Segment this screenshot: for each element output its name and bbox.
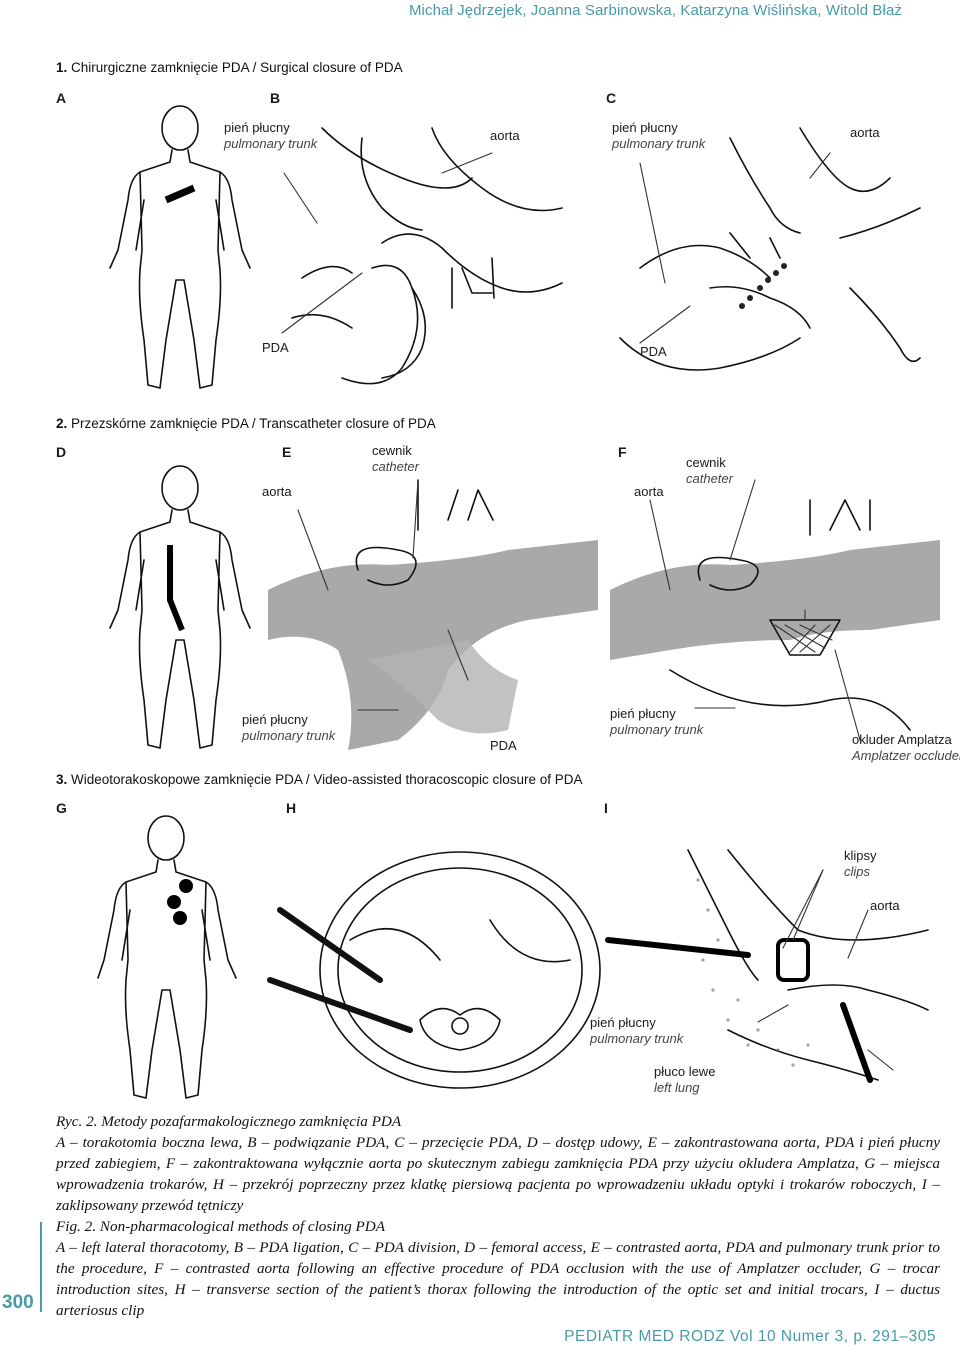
label-b-pulmonary-trunk: pień płucny pulmonary trunk bbox=[224, 120, 317, 152]
label-e-pulmonary-trunk-en: pulmonary trunk bbox=[242, 728, 336, 743]
section-1-title: 1. Chirurgiczne zamknięcie PDA / Surgica… bbox=[56, 60, 403, 75]
label-b-aorta: aorta bbox=[490, 128, 520, 143]
label-f-pulmonary-trunk-pl: pień płucny bbox=[610, 706, 676, 721]
figure-caption: Ryc. 2. Metody pozafarmakologicznego zam… bbox=[56, 1111, 940, 1321]
label-b-pulmonary-trunk-en: pulmonary trunk bbox=[224, 136, 318, 151]
section-2-title-pl: Przezskórne zamknięcie PDA bbox=[71, 416, 249, 431]
panel-i-clipped-duct bbox=[605, 849, 929, 1083]
label-e-pulmonary-trunk-pl: pień płucny bbox=[242, 712, 308, 727]
panel-b-ligation-drawing bbox=[281, 127, 563, 385]
label-c-pulmonary-trunk: pień płucny pulmonary trunk bbox=[612, 120, 705, 152]
label-b-pda: PDA bbox=[262, 340, 289, 355]
section-1-title-en: Surgical closure of PDA bbox=[260, 60, 403, 75]
label-f-pulmonary-trunk-en: pulmonary trunk bbox=[610, 722, 704, 737]
label-e-pulmonary-trunk: pień płucny pulmonary trunk bbox=[242, 712, 335, 744]
label-e-pda: PDA bbox=[490, 738, 517, 753]
section-3-number: 3. bbox=[56, 772, 68, 787]
label-f-amplatzer-occluder-pl: okluder Amplatza bbox=[852, 732, 952, 747]
section-1-sep: / bbox=[248, 60, 261, 75]
page-number-divider bbox=[40, 1222, 42, 1312]
page-number-block: 300 bbox=[0, 1222, 40, 1313]
label-f-catheter: cewnik catheter bbox=[686, 455, 733, 487]
label-c-aorta: aorta bbox=[850, 125, 880, 140]
panel-letter-f: F bbox=[618, 444, 627, 460]
panel-letter-b: B bbox=[270, 90, 281, 106]
section-3-title-en: Video-assisted thoracoscopic closure of … bbox=[313, 772, 583, 787]
caption-pl-title: Ryc. 2. Metody pozafarmakologicznego zam… bbox=[56, 1113, 402, 1130]
section-2-title-en: Transcatheter closure of PDA bbox=[259, 416, 436, 431]
label-i-left-lung-en: left lung bbox=[654, 1080, 700, 1095]
panel-letter-g: G bbox=[56, 800, 67, 816]
label-f-catheter-pl: cewnik bbox=[686, 455, 726, 470]
femoral-access-mark bbox=[167, 545, 185, 632]
label-i-pulmonary-trunk: pień płucny pulmonary trunk bbox=[590, 1015, 683, 1047]
label-f-aorta: aorta bbox=[634, 484, 664, 499]
label-c-pda: PDA bbox=[640, 344, 667, 359]
label-i-clips: klipsy clips bbox=[844, 848, 877, 880]
label-e-catheter-en: catheter bbox=[372, 459, 419, 474]
label-e-aorta: aorta bbox=[262, 484, 292, 499]
panel-letter-e: E bbox=[282, 444, 292, 460]
label-c-pulmonary-trunk-en: pulmonary trunk bbox=[612, 136, 706, 151]
label-f-pulmonary-trunk: pień płucny pulmonary trunk bbox=[610, 706, 703, 738]
panel-letter-h: H bbox=[286, 800, 297, 816]
section-1-title-pl: Chirurgiczne zamknięcie PDA bbox=[71, 60, 249, 75]
journal-footer: PEDIATR MED RODZ Vol 10 Numer 3, p. 291–… bbox=[564, 1328, 936, 1345]
label-i-left-lung-pl: płuco lewe bbox=[654, 1064, 716, 1079]
label-i-clips-en: clips bbox=[844, 864, 871, 879]
panel-f-occluder-drawing bbox=[610, 479, 940, 741]
running-header-authors: Michał Jędrzejek, Joanna Sarbinowska, Ka… bbox=[408, 2, 902, 19]
label-c-pulmonary-trunk-pl: pień płucny bbox=[612, 120, 678, 135]
trocar-sites bbox=[167, 879, 193, 925]
section-3-sep: / bbox=[302, 772, 314, 787]
section-3-title-pl: Wideotorakoskopowe zamknięcie PDA bbox=[71, 772, 303, 787]
panel-d-body-figure bbox=[109, 465, 251, 749]
section-3-title: 3. Wideotorakoskopowe zamknięcie PDA / V… bbox=[56, 772, 583, 787]
panel-letter-a: A bbox=[56, 90, 67, 106]
label-i-left-lung: płuco lewe left lung bbox=[654, 1064, 715, 1096]
label-f-catheter-en: catheter bbox=[686, 471, 733, 486]
caption-pl-text: A – torakotomia boczna lewa, B – podwiąz… bbox=[56, 1134, 940, 1214]
panel-h-thorax-section bbox=[267, 851, 601, 1089]
label-e-catheter-pl: cewnik bbox=[372, 443, 412, 458]
section-2-number: 2. bbox=[56, 416, 68, 431]
panel-e-contrast-drawing bbox=[268, 479, 598, 750]
label-i-pulmonary-trunk-en: pulmonary trunk bbox=[590, 1031, 684, 1046]
section-2-title: 2. Przezskórne zamknięcie PDA / Transcat… bbox=[56, 416, 436, 431]
panel-a-body-figure bbox=[109, 105, 251, 389]
caption-en-title: Fig. 2. Non-pharmacological methods of c… bbox=[56, 1218, 386, 1235]
label-i-aorta: aorta bbox=[870, 898, 900, 913]
thoracotomy-incision-mark bbox=[164, 184, 196, 204]
panel-letter-d: D bbox=[56, 444, 67, 460]
panel-c-division-drawing bbox=[619, 127, 921, 371]
label-f-amplatzer-occluder-en: Amplatzer occluder bbox=[852, 748, 960, 763]
caption-en-text: A – left lateral thoracotomy, B – PDA li… bbox=[56, 1239, 940, 1319]
label-i-clips-pl: klipsy bbox=[844, 848, 877, 863]
panel-g-body-figure bbox=[97, 815, 237, 1099]
panel-letter-c: C bbox=[606, 90, 617, 106]
section-1-number: 1. bbox=[56, 60, 68, 75]
page-number: 300 bbox=[2, 1292, 34, 1313]
section-2-sep: / bbox=[248, 416, 260, 431]
label-b-pulmonary-trunk-pl: pień płucny bbox=[224, 120, 290, 135]
label-e-catheter: cewnik catheter bbox=[372, 443, 419, 475]
label-f-amplatzer-occluder: okluder Amplatza Amplatzer occluder bbox=[852, 732, 960, 764]
label-i-pulmonary-trunk-pl: pień płucny bbox=[590, 1015, 656, 1030]
panel-letter-i: I bbox=[604, 800, 608, 816]
